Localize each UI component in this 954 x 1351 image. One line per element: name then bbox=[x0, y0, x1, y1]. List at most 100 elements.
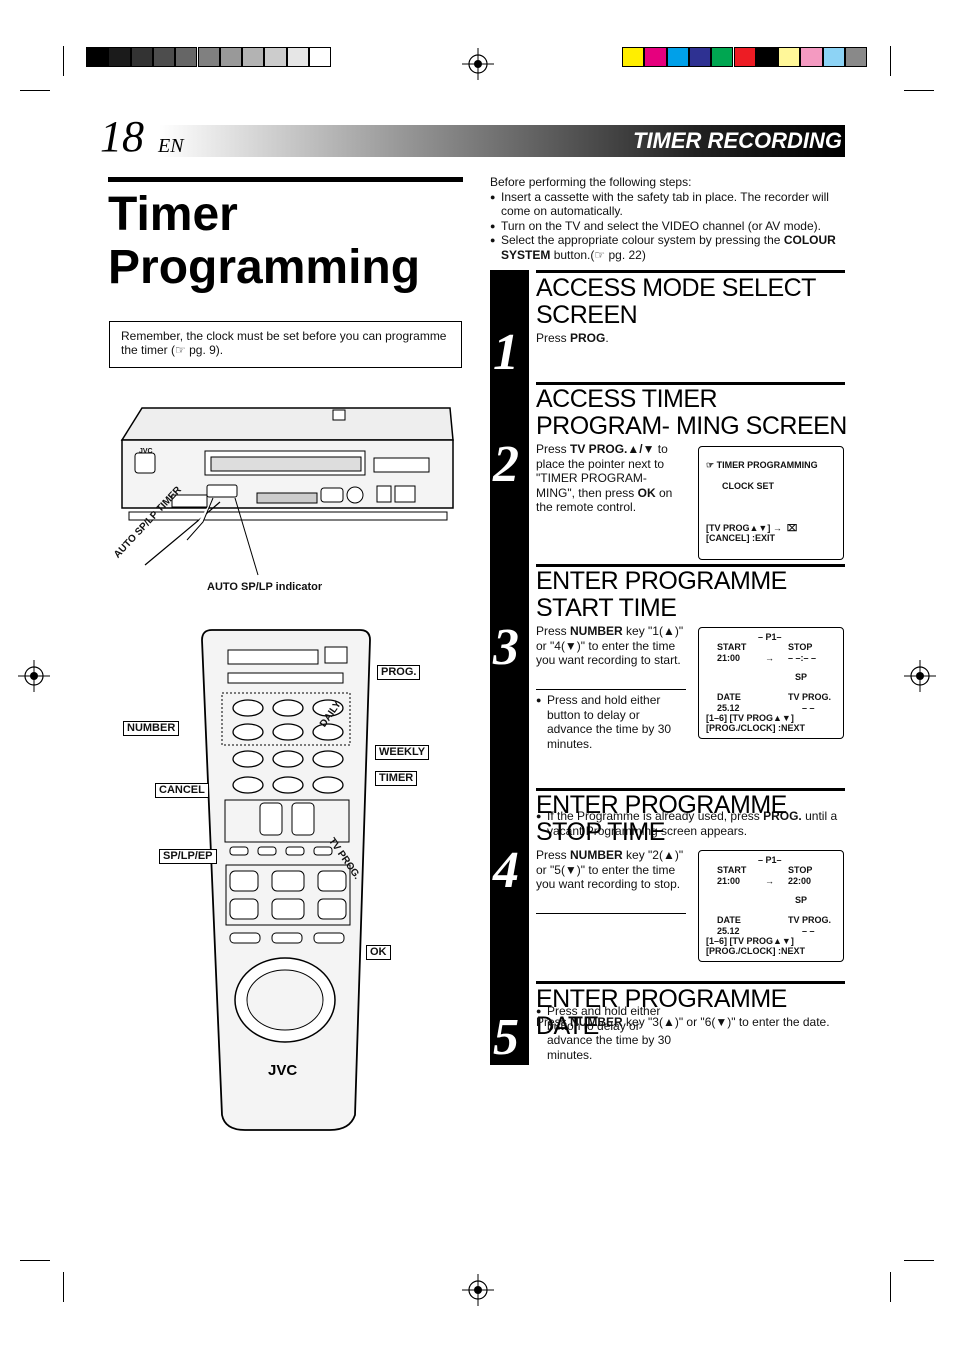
step-rule bbox=[536, 788, 845, 791]
color-swatch bbox=[666, 47, 689, 67]
step-text-bold: NUMBER bbox=[570, 624, 623, 638]
color-swatch bbox=[755, 47, 779, 67]
osd-speed: SP bbox=[795, 672, 808, 682]
remote-illustration: JVC bbox=[201, 629, 371, 1131]
step-text: Press NUMBER key "2(▲)" or "5(▼)" to ent… bbox=[536, 848, 686, 892]
osd-arrow: → bbox=[765, 653, 774, 663]
osd-nav: [1–6] [TV PROG▲▼] bbox=[706, 936, 794, 946]
remote-label-timer: TIMER bbox=[375, 771, 418, 786]
osd-nav: [PROG./CLOCK] :NEXT bbox=[706, 946, 805, 956]
osd-stop-value: 22:00 bbox=[788, 876, 812, 886]
osd-tvprog-value: – – bbox=[802, 703, 815, 713]
step-text-part: Press bbox=[536, 1015, 571, 1029]
step-text-bold: TV PROG.▲/▼ bbox=[570, 442, 655, 456]
color-swatch bbox=[800, 47, 823, 67]
step-bar bbox=[490, 270, 529, 1065]
intro-item-text: button.(☞ pg. 22) bbox=[553, 247, 646, 262]
crop-mark bbox=[890, 1272, 891, 1302]
osd-line: CLOCK SET bbox=[722, 481, 775, 491]
color-swatch bbox=[711, 47, 734, 67]
gray-swatch bbox=[242, 47, 265, 67]
step-text-part: key "3(▲)" or "6(▼)" to enter the date. bbox=[622, 1015, 830, 1029]
step-text-part: If the Programme is already used, press bbox=[547, 809, 764, 823]
gray-swatch bbox=[86, 47, 109, 67]
step-text: Press PROG. bbox=[536, 331, 836, 346]
remote-label-ok: OK bbox=[366, 945, 391, 960]
step-text-part: key "2(▲)" or "5(▼)" to enter the time y… bbox=[536, 848, 684, 891]
color-swatch bbox=[822, 47, 845, 67]
step-text: Press NUMBER key "1(▲)" or "4(▼)" to ent… bbox=[536, 624, 686, 668]
step-bullet: If the Programme is already used, press … bbox=[536, 809, 847, 838]
note-box: Remember, the clock must be set before y… bbox=[109, 321, 462, 368]
osd-line: [TV PROG▲▼] → ⌧ bbox=[706, 523, 798, 533]
step-text-part: Press bbox=[536, 331, 571, 345]
step-rule bbox=[536, 564, 845, 567]
svg-text:JVC: JVC bbox=[268, 1062, 297, 1079]
step-text-part: until a vacant Programming screen appear… bbox=[547, 809, 838, 838]
step-text-part: to place the pointer next to "TIMER PROG… bbox=[536, 442, 668, 500]
step-bullet: Press and hold either button to delay or… bbox=[536, 693, 687, 751]
osd-date-label: DATE bbox=[717, 915, 741, 925]
osd-tvprog-label: TV PROG. bbox=[788, 692, 832, 702]
osd-start-label: START bbox=[717, 642, 747, 652]
step-text-part: Press bbox=[536, 624, 571, 638]
registration-target-icon bbox=[18, 660, 50, 692]
step-rule bbox=[536, 270, 845, 273]
step-text-bold: NUMBER bbox=[570, 848, 623, 862]
step-text-part: key "1(▲)" or "4(▼)" to enter the time y… bbox=[536, 624, 684, 667]
osd-start-value: 21:00 bbox=[717, 876, 741, 886]
osd-screen: – P1– START STOP 21:00 → – –:– – SP DATE… bbox=[698, 627, 844, 739]
gray-swatch bbox=[286, 47, 309, 67]
osd-speed: SP bbox=[795, 895, 808, 905]
osd-start-label: START bbox=[717, 865, 747, 875]
intro-lead: Before performing the following steps: bbox=[490, 175, 692, 189]
step-heading: ENTER PROGRAMME DATE bbox=[536, 985, 787, 1040]
section-title: TIMER RECORDING bbox=[633, 128, 842, 153]
gray-swatch bbox=[264, 47, 287, 67]
step-heading: ACCESS TIMER PROGRAM- MING SCREEN bbox=[536, 385, 847, 440]
osd-date-value: 25.12 bbox=[717, 926, 740, 936]
osd-arrow: → bbox=[765, 876, 774, 886]
color-swatch bbox=[778, 47, 801, 67]
osd-screen: ☞ TIMER PROGRAMMING CLOCK SET [TV PROG▲▼… bbox=[698, 446, 844, 560]
osd-tvprog-value: – – bbox=[802, 926, 815, 936]
vcr-brand: JVC bbox=[139, 448, 153, 455]
step-number: 2 bbox=[493, 436, 519, 493]
osd-stop-value: – –:– – bbox=[788, 653, 817, 663]
color-swatch bbox=[845, 47, 868, 67]
gray-swatch bbox=[197, 47, 220, 67]
osd-date-label: DATE bbox=[717, 692, 741, 702]
title-rule bbox=[108, 177, 463, 182]
remote-label-weekly: WEEKLY bbox=[375, 745, 430, 760]
osd-tvprog-label: TV PROG. bbox=[788, 915, 832, 925]
step-number: 5 bbox=[493, 1009, 519, 1066]
language-code: EN bbox=[158, 135, 184, 157]
color-swatch bbox=[733, 47, 756, 67]
vcr-indicator-label: AUTO SP/LP indicator bbox=[207, 581, 323, 593]
step-text-bold: PROG bbox=[570, 331, 606, 345]
step-bullet: Press and hold either button to delay or… bbox=[536, 1004, 687, 1062]
step-text-bold: OK bbox=[637, 485, 656, 500]
remote-label-sp-lp-ep: SP/LP/EP bbox=[159, 849, 217, 864]
step-text-part: . bbox=[605, 331, 609, 345]
osd-screen: – P1– START STOP 21:00 → 22:00 SP DATE T… bbox=[698, 850, 844, 962]
gray-swatch bbox=[219, 47, 243, 67]
crop-mark bbox=[904, 90, 934, 91]
step-subrule bbox=[536, 913, 686, 914]
gray-swatch bbox=[130, 47, 153, 67]
registration-target-icon bbox=[462, 1274, 494, 1306]
step-text-bold: NUMBER bbox=[570, 1015, 623, 1029]
step-text: Press NUMBER key "3(▲)" or "6(▼)" to ent… bbox=[536, 1015, 846, 1030]
crop-mark bbox=[20, 90, 50, 91]
vcr-illustration bbox=[120, 407, 454, 576]
step-subrule bbox=[536, 689, 686, 690]
crop-mark bbox=[20, 1260, 50, 1261]
header-band bbox=[100, 125, 845, 157]
step-heading: ENTER PROGRAMME STOP TIME bbox=[536, 791, 787, 846]
osd-line: ☞ TIMER PROGRAMMING bbox=[706, 460, 818, 470]
step-number: 1 bbox=[493, 324, 519, 381]
gray-swatch bbox=[108, 47, 131, 67]
crop-mark bbox=[890, 46, 891, 76]
osd-program: – P1– bbox=[758, 632, 782, 642]
intro-item-text: Select the appropriate colour system by … bbox=[501, 233, 781, 247]
